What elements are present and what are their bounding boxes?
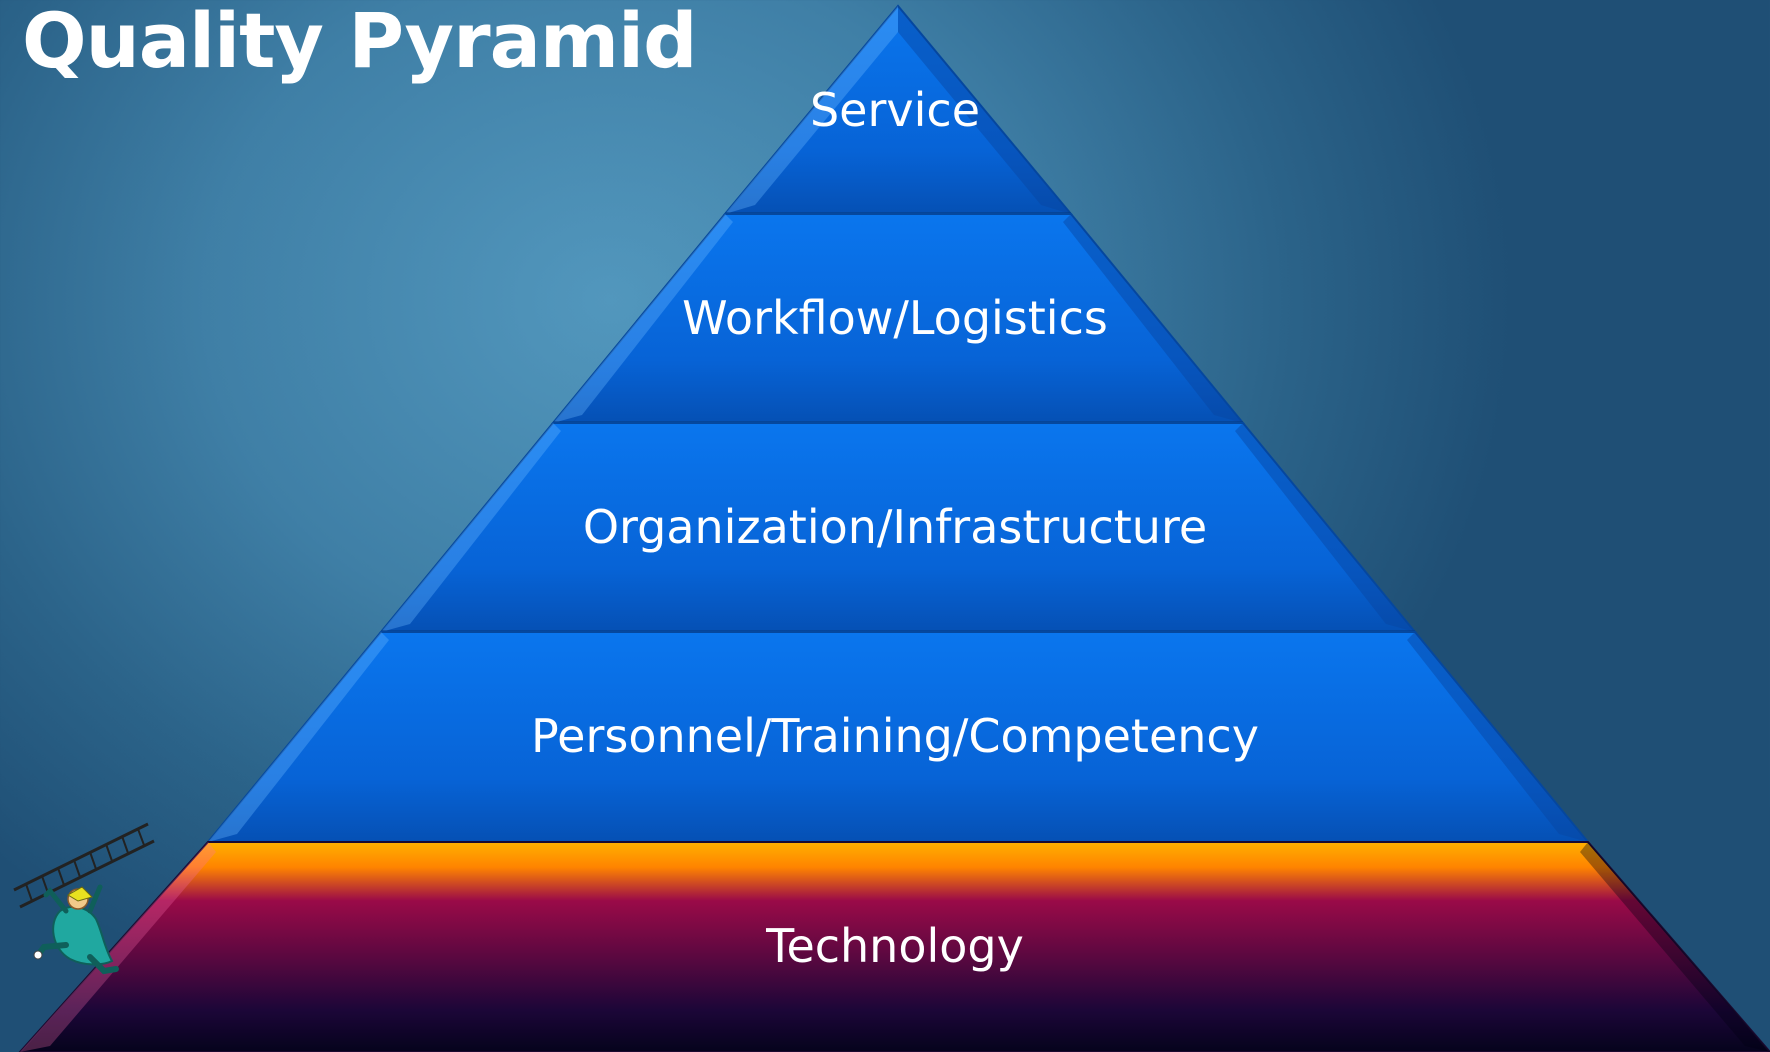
tier-label-personnel-training-competency: Personnel/Training/Competency — [531, 709, 1259, 763]
person-climbing-ladder-icon — [13, 822, 155, 975]
tier-label-technology: Technology — [766, 919, 1024, 973]
pyramid-tier-personnel-training-competency — [205, 631, 1591, 843]
pyramid-tier-technology — [18, 841, 1770, 1052]
pyramid-tier-organization-infrastructure — [378, 422, 1418, 634]
tier-label-workflow-logistics: Workflow/Logistics — [682, 291, 1108, 345]
tier-label-organization-infrastructure: Organization/Infrastructure — [582, 500, 1208, 554]
page-title: Quality Pyramid — [22, 0, 697, 85]
pyramid-tier-service — [722, 4, 1074, 216]
tier-label-service: Service — [809, 83, 980, 137]
